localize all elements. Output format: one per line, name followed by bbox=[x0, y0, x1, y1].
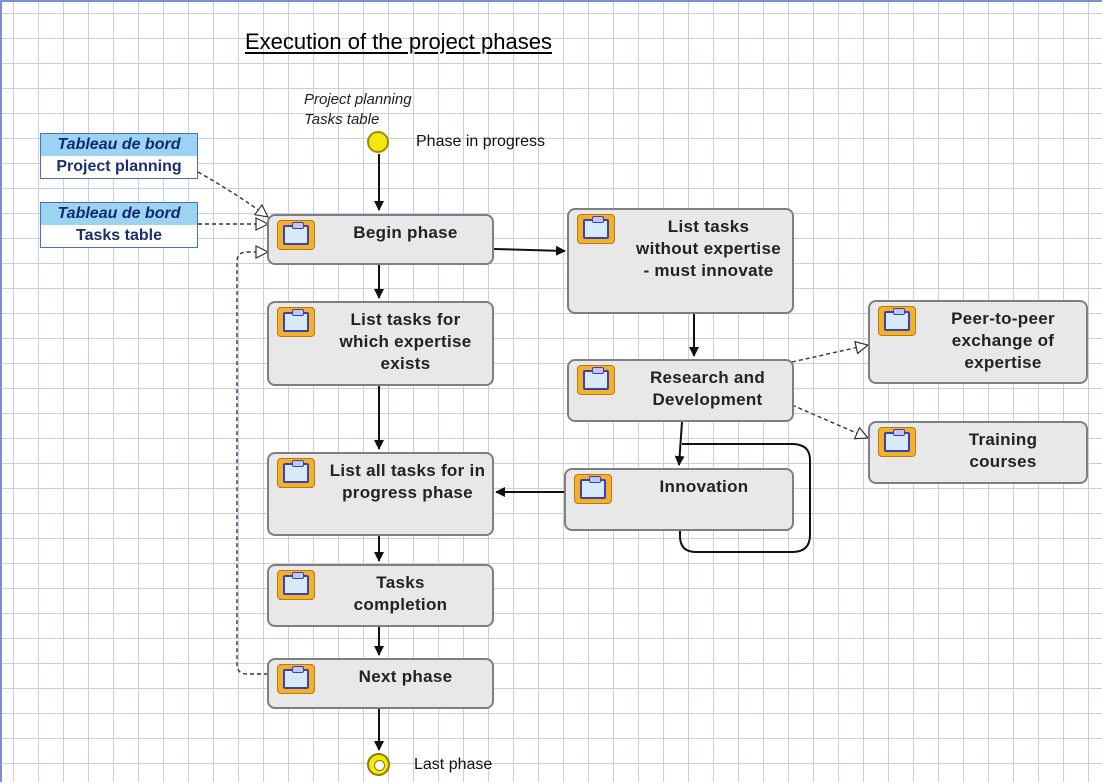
clipboard-icon bbox=[277, 307, 315, 337]
start-note-line-1: Project planning bbox=[304, 91, 412, 108]
link-planning-to-begin bbox=[197, 171, 268, 217]
flow-rnd-to-innovation bbox=[674, 421, 685, 466]
start-note: Project planning Tasks table bbox=[304, 90, 412, 130]
step-label: List all tasks for in progress phase bbox=[329, 461, 486, 502]
clipboard-icon bbox=[574, 474, 612, 504]
link-rnd-to-training bbox=[791, 404, 868, 438]
step-research-development[interactable]: Research and Development bbox=[567, 359, 794, 422]
clipboard-icon bbox=[577, 365, 615, 395]
step-label: Next phase bbox=[358, 667, 453, 686]
end-node[interactable] bbox=[367, 753, 390, 776]
step-begin-phase[interactable]: Begin phase bbox=[267, 214, 494, 265]
step-label: Tasks completion bbox=[353, 573, 448, 614]
dashboard-name: Tasks table bbox=[76, 227, 162, 244]
clipboard-icon bbox=[577, 214, 615, 244]
start-label: Phase in progress bbox=[416, 133, 545, 150]
step-list-all-tasks[interactable]: List all tasks for in progress phase bbox=[267, 452, 494, 536]
dashboard-header: Tableau de bord bbox=[41, 134, 197, 156]
clipboard-icon bbox=[878, 306, 916, 336]
step-list-expertise[interactable]: List tasks for which expertise exists bbox=[267, 301, 494, 386]
step-next-phase[interactable]: Next phase bbox=[267, 658, 494, 709]
dashboard-name: Project planning bbox=[56, 158, 182, 175]
clipboard-icon bbox=[277, 570, 315, 600]
clipboard-icon bbox=[277, 458, 315, 488]
flow-innovation-loop bbox=[679, 443, 811, 553]
step-label: Innovation bbox=[659, 477, 749, 496]
step-label: Research and Development bbox=[649, 368, 766, 409]
clipboard-icon bbox=[878, 427, 916, 457]
step-label: List tasks without expertise - must inno… bbox=[636, 217, 781, 280]
link-rnd-to-peer bbox=[791, 345, 868, 363]
step-label: Peer-to-peer exchange of expertise bbox=[951, 309, 1055, 372]
step-peer-exchange[interactable]: Peer-to-peer exchange of expertise bbox=[868, 300, 1088, 384]
dashboard-header: Tableau de bord bbox=[41, 203, 197, 225]
end-label: Last phase bbox=[414, 756, 493, 773]
flow-begin-to-without bbox=[493, 245, 566, 256]
step-training-courses[interactable]: Training courses bbox=[868, 421, 1088, 484]
step-label: List tasks for which expertise exists bbox=[339, 310, 472, 373]
link-next-back-to-begin bbox=[236, 252, 268, 675]
diagram-title: Execution of the project phases bbox=[245, 29, 552, 54]
step-label: Training courses bbox=[968, 430, 1038, 471]
step-innovation[interactable]: Innovation bbox=[564, 468, 794, 531]
clipboard-icon bbox=[277, 664, 315, 694]
start-node[interactable] bbox=[367, 131, 389, 153]
step-label: Begin phase bbox=[353, 223, 458, 242]
dashboard-project-planning[interactable]: Tableau de bord Project planning bbox=[40, 133, 198, 179]
start-note-line-2: Tasks table bbox=[304, 111, 380, 128]
clipboard-icon bbox=[277, 220, 315, 250]
step-list-without-expertise[interactable]: List tasks without expertise - must inno… bbox=[567, 208, 794, 314]
step-tasks-completion[interactable]: Tasks completion bbox=[267, 564, 494, 627]
dashboard-tasks-table[interactable]: Tableau de bord Tasks table bbox=[40, 202, 198, 248]
